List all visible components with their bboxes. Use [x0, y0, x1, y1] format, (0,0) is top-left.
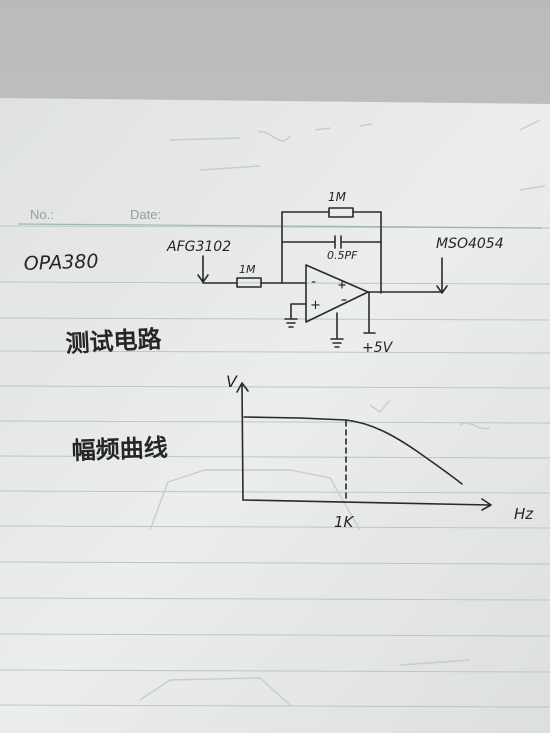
y-axis-label: V — [226, 372, 238, 391]
source-arrow — [197, 255, 209, 283]
bleed-through-marks — [139, 119, 546, 706]
feedback-left-wire — [281, 211, 321, 284]
signal-source-label: AFG3102 — [166, 239, 231, 255]
feedback-capacitor-label: 0.5PF — [327, 249, 358, 262]
noninverting-wire — [290, 303, 307, 319]
response-curve — [243, 416, 463, 485]
feedback-capacitor — [319, 235, 382, 249]
positive-supply-wire — [363, 292, 376, 334]
header-no-label: No.: — [30, 207, 54, 222]
frequency-response-label: 幅频曲线 — [71, 434, 168, 465]
opamp-minus-sign: - — [311, 274, 316, 290]
oscilloscope-label: MSO4054 — [436, 236, 504, 252]
ground-symbol-1 — [284, 318, 298, 328]
x-axis-label: Hz — [514, 505, 534, 523]
opamp-symbol — [305, 264, 369, 323]
y-axis — [236, 382, 249, 501]
test-circuit-schematic: AFG3102 1M 1M 0.5PF - + +5V MSO4 — [166, 190, 504, 356]
feedback-resistor-label: 1M — [328, 190, 347, 204]
opamp-plus-sign: + — [310, 298, 321, 313]
notebook-page — [0, 98, 550, 733]
input-resistor-label: 1M — [239, 263, 256, 276]
ground-symbol-2 — [330, 338, 344, 348]
x-axis — [242, 498, 492, 511]
ruled-lines — [0, 225, 550, 708]
test-circuit-label: 测试电路 — [65, 325, 163, 358]
frequency-response-sketch: V Hz 1K — [226, 372, 534, 531]
header-date-label: Date: — [130, 207, 161, 222]
chip-title: OPA380 — [23, 250, 98, 275]
cutoff-label: 1K — [334, 513, 355, 531]
supply-label: +5V — [362, 340, 394, 356]
scope-arrow — [436, 257, 448, 294]
page-header: No.: Date: — [17, 207, 543, 229]
feedback-resistor — [328, 207, 354, 218]
